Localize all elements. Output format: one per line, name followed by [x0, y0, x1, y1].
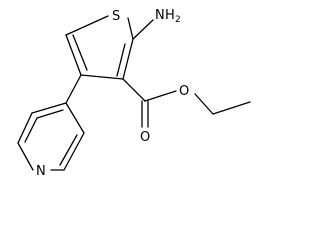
amino-hydrogen-count: 2 — [175, 15, 181, 25]
bond-carbonyl-ester-o — [144, 90, 177, 102]
bond-py-c6-c5-inner — [24, 117, 38, 143]
bond-c4-c5 — [65, 34, 82, 76]
bond-c3-c4 — [80, 74, 124, 80]
bond-py-c5-c4 — [31, 102, 67, 114]
bond-c2-c3 — [122, 38, 134, 80]
pyridine-nitrogen-label: N — [36, 164, 46, 179]
bond-py-c3-c2 — [63, 132, 85, 171]
carbonyl-oxygen-label: O — [140, 130, 150, 145]
bond-py-c4-c3 — [65, 102, 85, 134]
structure-canvas: S N H 2 O O N — [17, 8, 251, 179]
bond-c4-pyridine — [65, 74, 82, 104]
bond-ester-o-ch2 — [194, 93, 214, 115]
ester-oxygen-label: O — [179, 84, 189, 99]
bond-py-c3-c2-inner — [59, 134, 78, 166]
molecule-drawing: S N H 2 O O N — [17, 8, 251, 179]
bond-ch2-ch3 — [212, 101, 251, 115]
bond-s-c2 — [127, 17, 134, 40]
sulfur-atom-label: S — [112, 9, 120, 24]
bond-c2-c3-inner — [116, 43, 126, 77]
bond-c2-nh2 — [132, 19, 154, 40]
amino-hydrogen-label: H — [165, 8, 175, 23]
bond-py-n-c6 — [17, 142, 34, 171]
bond-c4-c5-inner — [72, 34, 88, 71]
amino-nitrogen-label: N — [155, 8, 165, 23]
bond-py-c6-c5 — [17, 112, 33, 144]
bond-c3-carbonyl — [122, 78, 146, 102]
bond-py-c5-c4-inner — [36, 109, 64, 119]
bond-c5-s — [65, 15, 109, 36]
